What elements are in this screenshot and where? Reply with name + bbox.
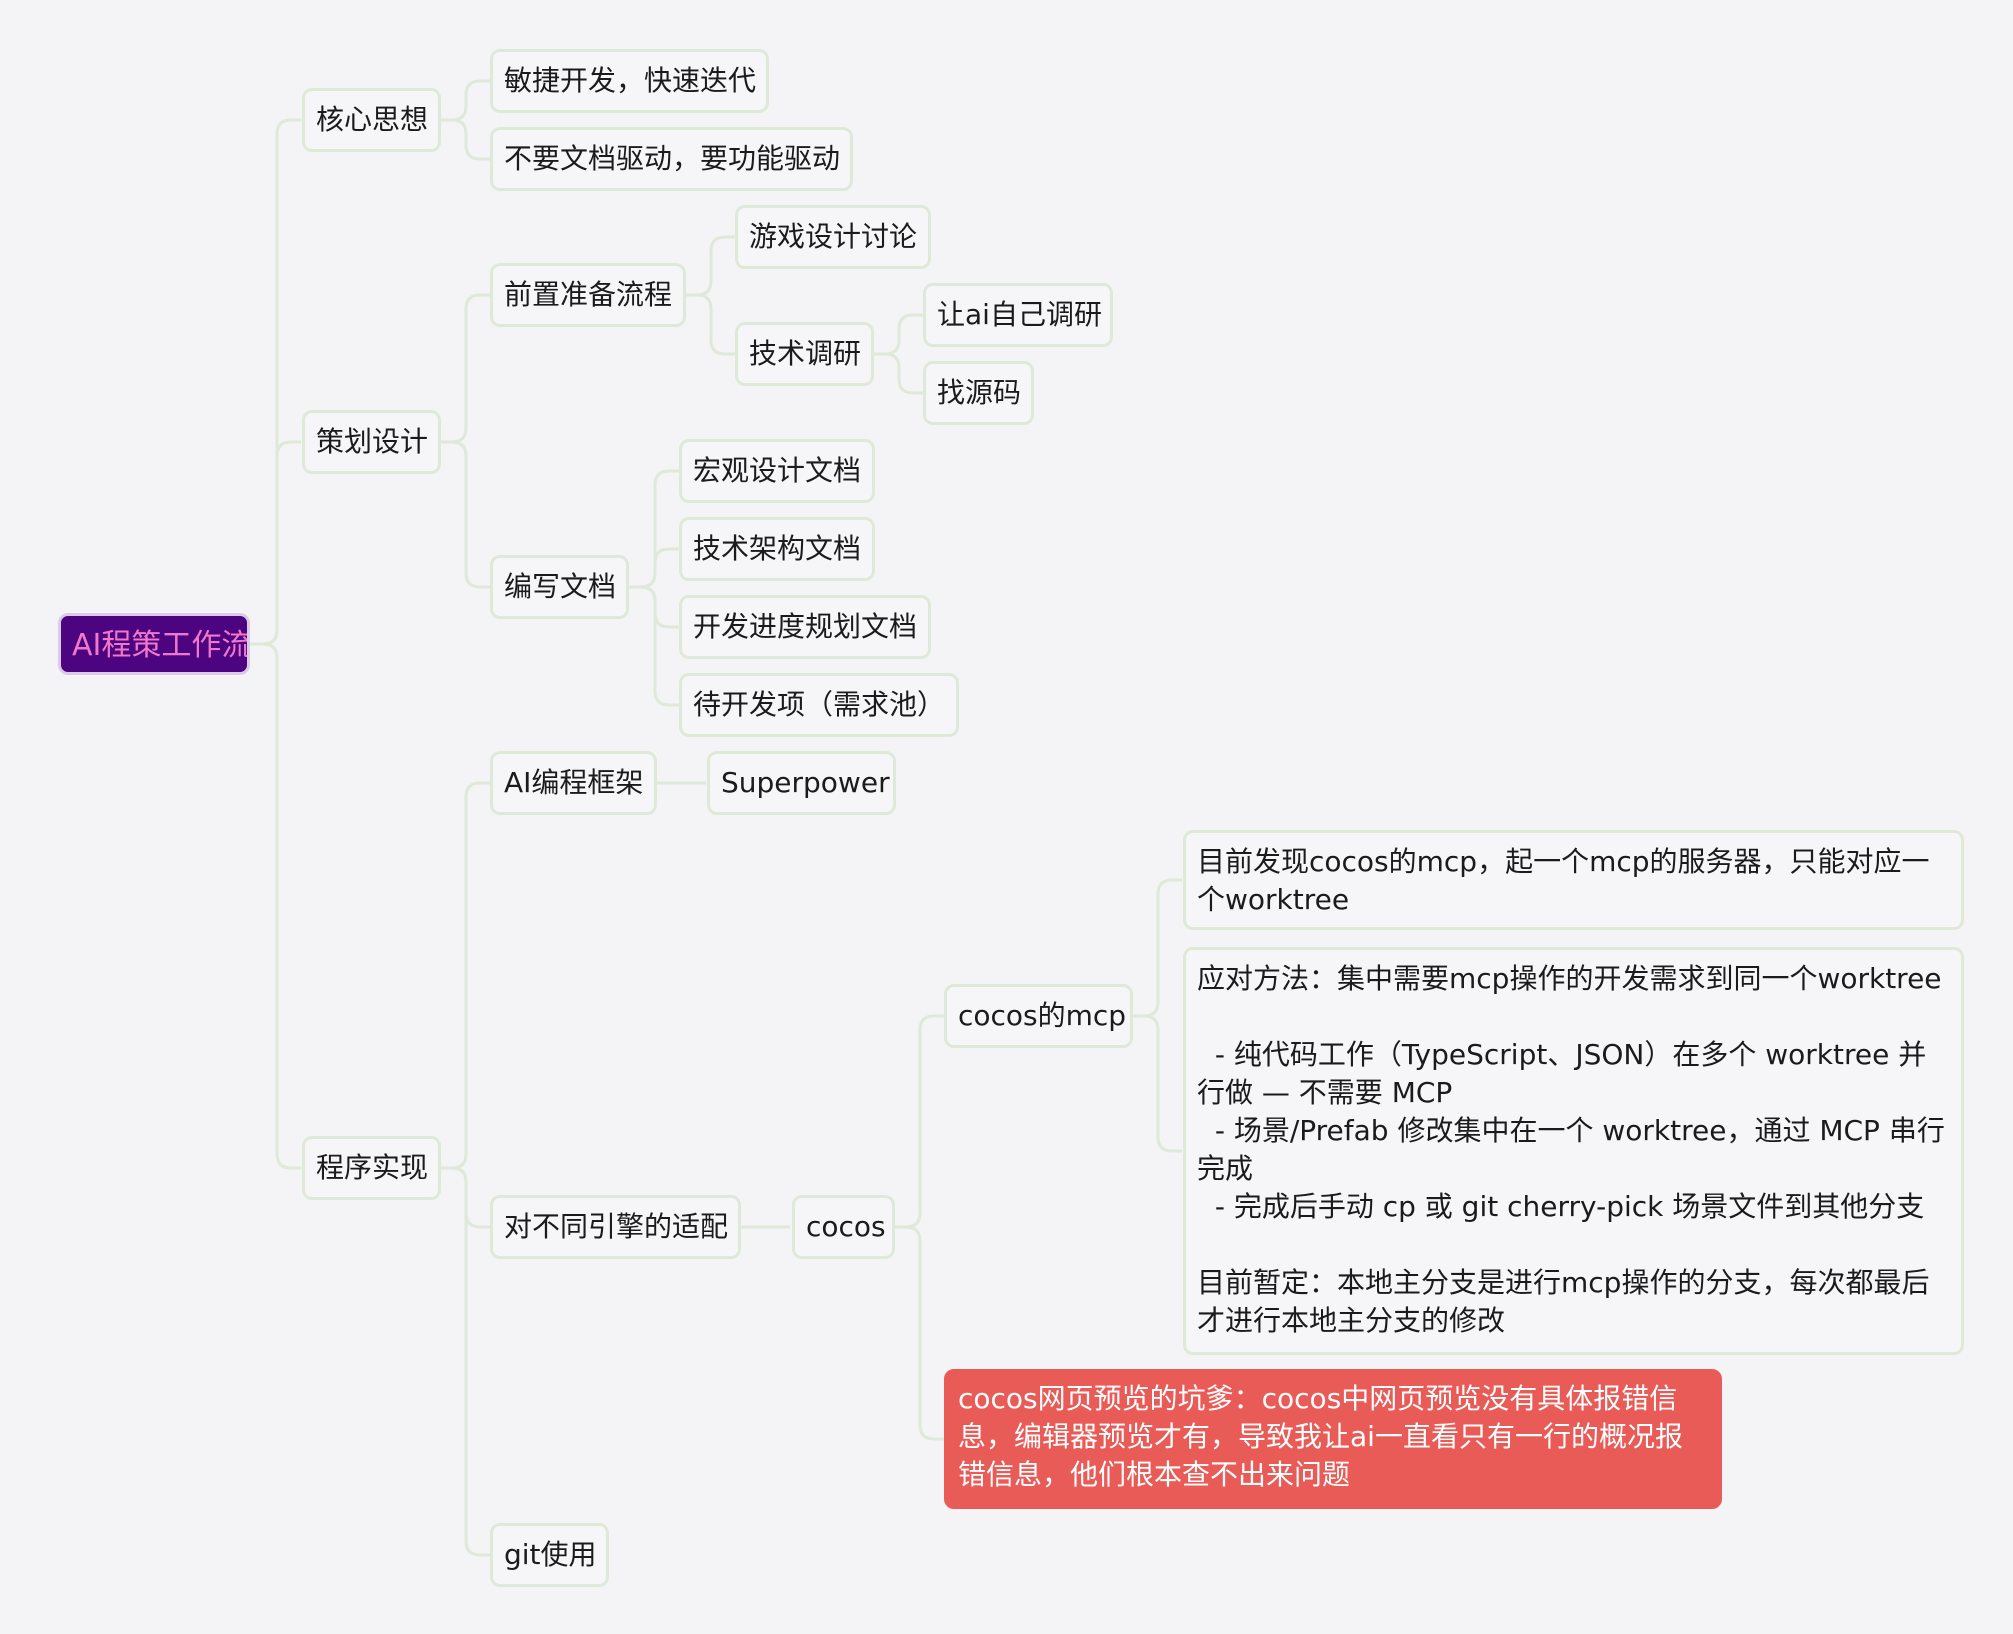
connector-0-2 [250,642,301,1170]
connector-0-1 [250,440,301,646]
connector-3-0 [686,235,735,297]
node-planning-design[interactable]: 策划设计 [302,410,441,474]
node-backlog[interactable]: 待开发项（需求池） [679,673,959,737]
node-feature-driven[interactable]: 不要文档驱动，要功能驱动 [490,127,853,191]
connector-9-1 [895,1225,944,1441]
connector-6-0 [441,781,490,1170]
connector-2-1 [441,440,490,589]
connector-4-1 [874,352,923,395]
node-engine-adaptation[interactable]: 对不同引擎的适配 [490,1195,741,1259]
node-write-docs[interactable]: 编写文档 [490,555,629,619]
connector-1-1 [441,118,490,161]
connector-3-1 [686,293,735,356]
node-cocos[interactable]: cocos [792,1195,895,1259]
node-find-source[interactable]: 找源码 [923,361,1034,425]
alert-cocos-preview-pitfall[interactable]: cocos网页预览的坑爹：cocos中网页预览没有具体报错信息，编辑器预览才有，… [944,1369,1722,1509]
connector-1-0 [441,79,490,122]
node-game-design-discussion[interactable]: 游戏设计讨论 [735,205,931,269]
connector-6-2 [441,1166,490,1557]
connector-10-0 [1133,878,1182,1018]
node-agile-iteration[interactable]: 敏捷开发，快速迭代 [490,49,769,113]
node-macro-design-doc[interactable]: 宏观设计文档 [679,439,875,503]
node-implementation[interactable]: 程序实现 [302,1136,441,1200]
node-core-ideas[interactable]: 核心思想 [302,88,441,152]
node-ai-framework[interactable]: AI编程框架 [490,751,657,815]
node-ai-research[interactable]: 让ai自己调研 [923,283,1113,347]
root-node[interactable]: AI程策工作流 [58,613,250,675]
node-tech-research[interactable]: 技术调研 [735,322,874,386]
node-cocos-mcp[interactable]: cocos的mcp [944,984,1133,1048]
node-superpower[interactable]: Superpower [707,751,896,815]
node-prep-process[interactable]: 前置准备流程 [490,263,686,327]
connector-9-0 [895,1014,944,1229]
connector-10-1 [1133,1014,1182,1153]
node-progress-plan-doc[interactable]: 开发进度规划文档 [679,595,931,659]
connector-2-0 [441,293,490,444]
node-git-usage[interactable]: git使用 [490,1523,609,1587]
connector-5-3 [629,585,679,707]
note-mcp-workaround[interactable]: 应对方法：集中需要mcp操作的开发需求到同一个worktree - 纯代码工作（… [1183,947,1964,1355]
node-tech-architecture-doc[interactable]: 技术架构文档 [679,517,875,581]
connector-4-0 [874,313,923,356]
note-mcp-worktree-limit[interactable]: 目前发现cocos的mcp，起一个mcp的服务器，只能对应一个worktree [1183,830,1964,930]
